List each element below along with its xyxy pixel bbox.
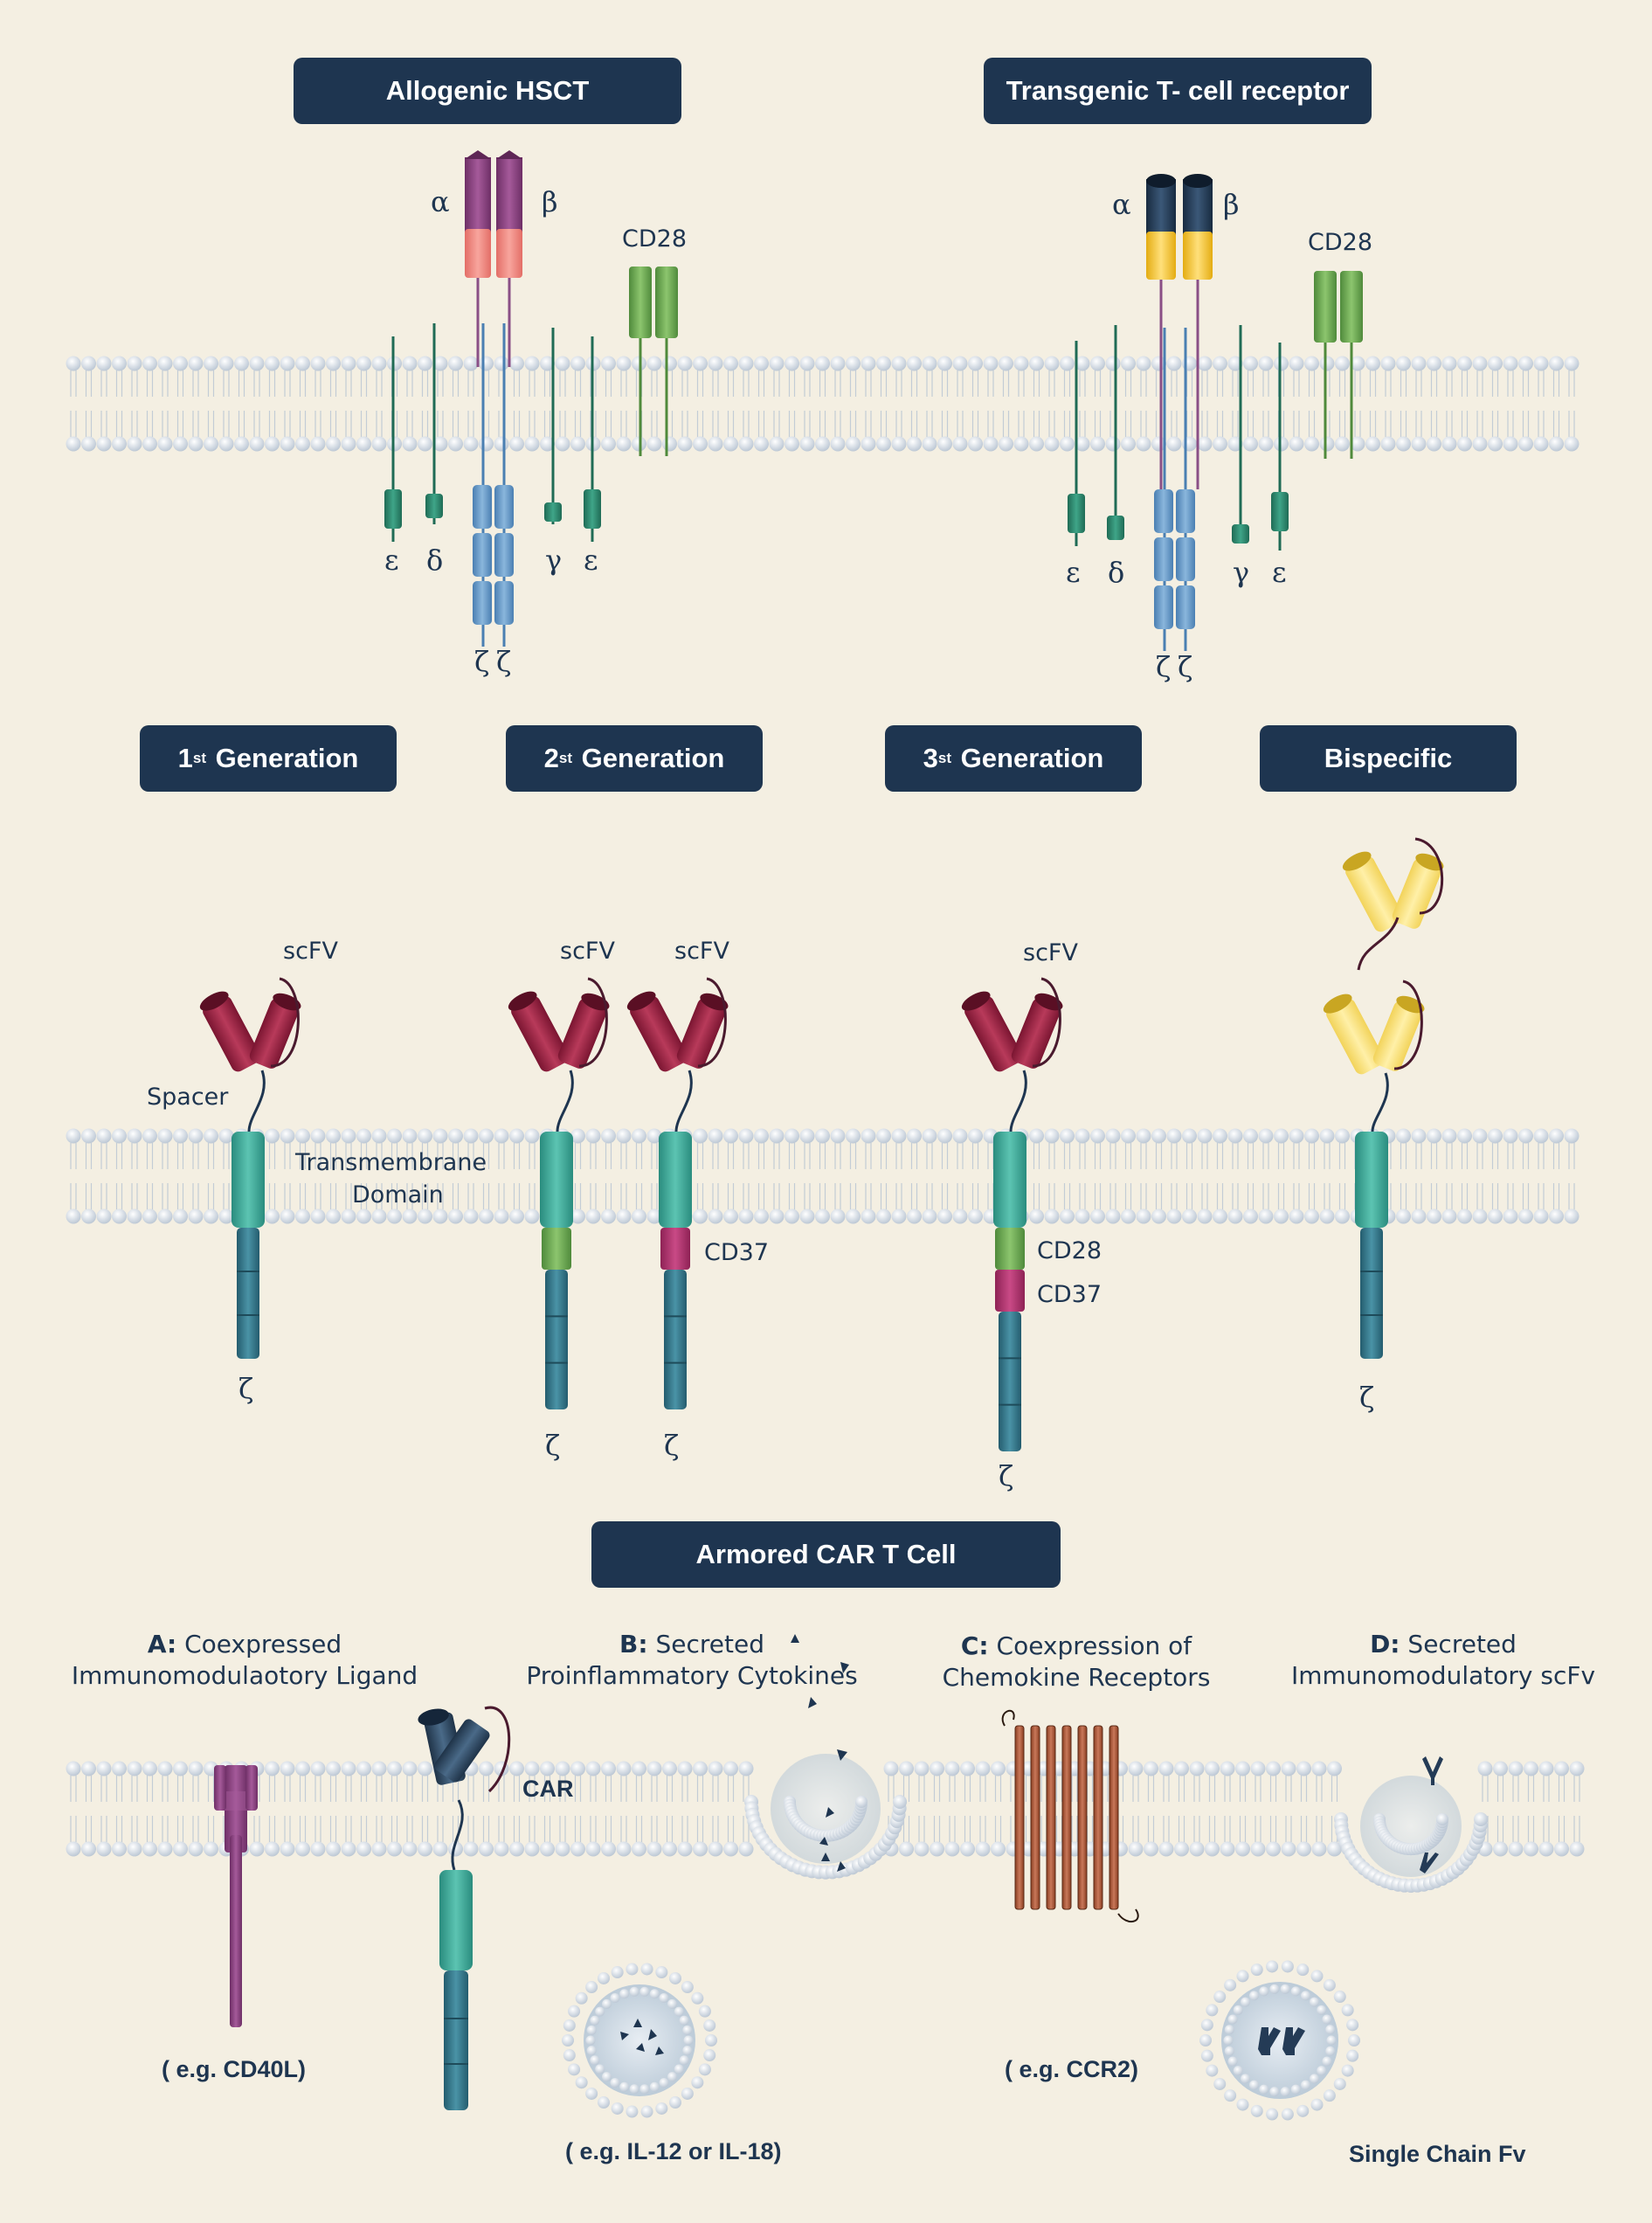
category-line1: Coexpression of	[996, 1631, 1192, 1660]
delta-label: δ	[1108, 556, 1125, 589]
cd3-zeta-chains	[1154, 328, 1195, 651]
cd28-label: CD28	[622, 225, 687, 253]
beta-label: β	[542, 185, 558, 218]
beta-label: β	[1223, 188, 1240, 221]
gen-suffix: st	[192, 750, 207, 766]
tcr-complex-transgenic	[1068, 174, 1363, 651]
scfv-label: scFV	[283, 938, 338, 965]
category-line2: Proinflammatory Cytokines	[526, 1661, 858, 1691]
zeta-label: ζ	[238, 1372, 254, 1405]
membrane-section-3-right	[1477, 1761, 1585, 1857]
bispecific-header: Bispecific	[1260, 725, 1517, 792]
membrane-section-1	[66, 356, 1579, 452]
membrane-section-2	[66, 1128, 1579, 1224]
vesicles	[562, 1960, 1360, 2121]
category-line2: Chemokine Receptors	[942, 1663, 1211, 1693]
category-letter: A:	[147, 1630, 177, 1659]
vesicle-scfv	[1199, 1960, 1360, 2121]
scfv-label: scFV	[1023, 939, 1078, 966]
tcr-complex-allogenic	[384, 150, 678, 647]
armored-car-t-header: Armored CAR T Cell	[591, 1521, 1061, 1588]
zeta-label: ζ	[1156, 650, 1172, 683]
transgenic-tcr-header: Transgenic T- cell receptor	[984, 58, 1372, 124]
cd28-receptor	[629, 267, 678, 456]
invagination-b	[744, 1754, 907, 1880]
transmembrane-label: Transmembrane	[295, 1149, 487, 1176]
zeta-label: ζ	[1359, 1381, 1375, 1414]
category-line1: Secreted	[1407, 1630, 1517, 1659]
gen-suffix: st	[558, 750, 573, 766]
cd37-label: CD37	[1037, 1281, 1102, 1308]
single-chain-fv-molecules	[1258, 1756, 1443, 2055]
il12-il18-example: ( e.g. IL-12 or IL-18)	[565, 2138, 782, 2164]
category-d-header: D: Secreted Immunomodulatory scFv	[1251, 1629, 1635, 1693]
zeta-label: ζ	[999, 1459, 1014, 1492]
category-letter: C:	[960, 1631, 989, 1660]
category-letter: B:	[619, 1630, 648, 1659]
cd40l-example: ( e.g. CD40L)	[162, 2056, 307, 2082]
cd3-chains	[384, 323, 601, 542]
epsilon-label: ε	[384, 544, 399, 577]
car-constructs	[199, 837, 1444, 1451]
epsilon-label: ε	[584, 544, 598, 577]
ccr2-receptor	[1001, 1709, 1139, 1922]
lipid-bilayers	[66, 356, 1585, 1893]
spacer-label: Spacer	[147, 1084, 229, 1111]
epsilon-label: ε	[1272, 556, 1287, 589]
category-b-header: B: Secreted Proinflammatory Cytokines	[500, 1629, 884, 1693]
cd28-label: CD28	[1308, 229, 1372, 256]
cd28-receptor	[1314, 271, 1363, 459]
tcr-beta-chain	[1183, 174, 1213, 489]
tcr-beta-chain	[496, 150, 522, 367]
zeta-label: ζ	[1178, 650, 1193, 683]
category-line2: Immunomodulatory scFv	[1290, 1661, 1596, 1691]
tcr-alpha-chain	[1146, 174, 1176, 489]
scfv-label: scFV	[674, 938, 729, 965]
cd40l-ligand	[214, 1765, 258, 2027]
armored-car-receptor	[418, 1706, 511, 2110]
category-letter: D:	[1370, 1630, 1400, 1659]
allogenic-hsct-header: Allogenic HSCT	[294, 58, 681, 124]
epsilon-label: ε	[1066, 556, 1081, 589]
delta-label: δ	[426, 544, 444, 577]
category-line1: Coexpressed	[184, 1630, 342, 1659]
cd3-chains	[1068, 325, 1289, 551]
ccr2-example: ( e.g. CCR2)	[1005, 2056, 1139, 2082]
tcr-alpha-chain	[465, 150, 491, 367]
car-label: CAR	[522, 1776, 574, 1802]
invagination-d	[1334, 1776, 1488, 1893]
alpha-label: α	[1112, 188, 1131, 221]
cytokine-triangles	[620, 1634, 849, 2055]
zeta-label: ζ	[545, 1429, 561, 1462]
category-c-header: C: Coexpression of Chemokine Receptors	[884, 1631, 1268, 1694]
gen-text: Generation	[215, 743, 359, 773]
alpha-label: α	[431, 185, 450, 218]
category-line2: Immunomodulaotory Ligand	[71, 1661, 418, 1691]
gen-suffix: st	[937, 750, 952, 766]
gamma-label: γ	[545, 544, 563, 577]
zeta-label: ζ	[496, 645, 512, 678]
zeta-label: ζ	[664, 1429, 680, 1462]
cd37-label: CD37	[704, 1239, 769, 1266]
membrane-section-3-left	[66, 1761, 754, 1857]
domain-label: Domain	[352, 1181, 444, 1208]
single-chain-fv-label: Single Chain Fv	[1349, 2141, 1526, 2167]
gen-text: Generation	[581, 743, 725, 773]
gen-number: 2	[543, 743, 559, 773]
cd3-zeta-chains	[473, 323, 514, 647]
category-line1: Secreted	[655, 1630, 764, 1659]
gen-number: 3	[923, 743, 938, 773]
scfv-label: scFV	[560, 938, 615, 965]
category-a-header: A: Coexpressed Immunomodulaotory Ligand	[52, 1629, 437, 1693]
gamma-label: γ	[1233, 556, 1250, 589]
vesicle-cytokines	[562, 1963, 717, 2118]
zeta-label: ζ	[474, 645, 490, 678]
gen-number: 1	[177, 743, 193, 773]
cd28-label: CD28	[1037, 1237, 1102, 1264]
gen-text: Generation	[960, 743, 1104, 773]
